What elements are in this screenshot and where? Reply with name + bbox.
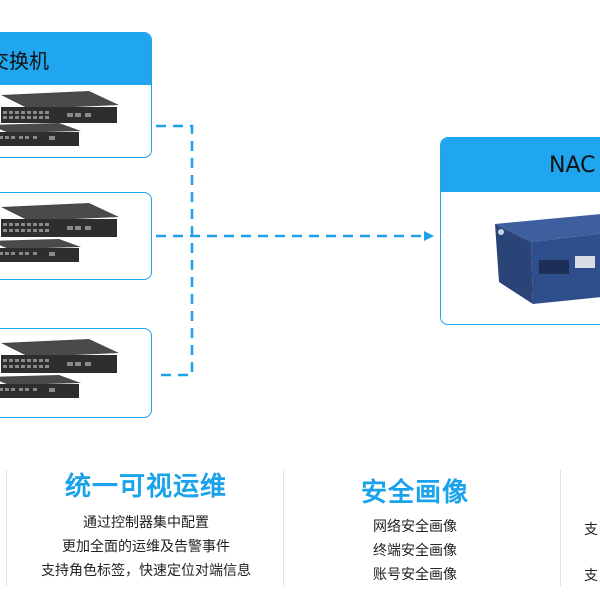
feature-divider — [283, 470, 284, 586]
feature-line: 终端安全画像 — [373, 543, 457, 559]
feature-line: 支 — [584, 522, 598, 538]
feature-title: 安全画像 — [360, 478, 469, 508]
dashed-connector-arrow-icon — [424, 231, 434, 241]
feature-line: 通过控制器集中配置 — [83, 515, 209, 531]
nac-panel-title: NAC — [549, 152, 596, 178]
feature-line: 账号安全画像 — [373, 567, 457, 583]
nac-appliance-icon — [495, 214, 600, 304]
feature-divider — [6, 470, 7, 586]
feature-line: 支持角色标签，快速定位对端信息 — [41, 563, 251, 579]
network-switch-icon — [0, 339, 119, 398]
feature-divider — [560, 470, 561, 586]
feature-unified-ops: 统一可视运维 通过控制器集中配置 更加全面的运维及告警事件 支持角色标签，快速定… — [10, 466, 282, 583]
switch-panel-title: 交换机 — [0, 48, 49, 73]
feature-title: 统一可视运维 — [64, 472, 227, 502]
network-switch-icon — [0, 203, 119, 262]
switch-panel-header: 交换机 — [0, 33, 151, 85]
network-switch-icon — [0, 91, 119, 146]
switch-panel-2 — [0, 192, 152, 280]
feature-line: 支 — [584, 568, 598, 584]
feature-security-profile: 安全画像 网络安全画像 终端安全画像 账号安全画像 — [290, 472, 540, 587]
feature-truncated: 支 支 — [584, 518, 600, 588]
switch-panel-3 — [0, 328, 152, 418]
feature-line: 更加全面的运维及告警事件 — [62, 539, 230, 555]
feature-line: 网络安全画像 — [373, 519, 457, 535]
switch-panel-1: 交换机 — [0, 32, 152, 158]
nac-panel-header: NAC — [441, 138, 600, 192]
nac-panel: NAC — [440, 137, 600, 325]
